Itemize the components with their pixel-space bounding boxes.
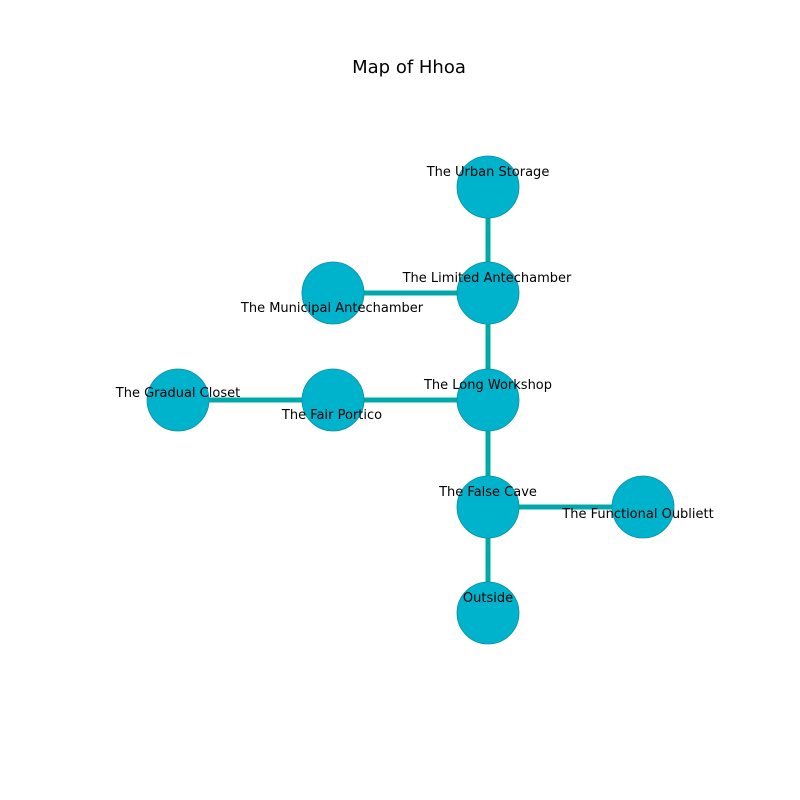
node-fair-portico [301, 368, 365, 432]
node-functional-oubliett [611, 475, 675, 539]
node-false-cave [456, 475, 520, 539]
node-label-gradual-closet: The Gradual Closet [115, 386, 240, 401]
node-municipal-antechamber [301, 261, 365, 325]
node-label-functional-oubliett: The Functional Oubliett [561, 507, 713, 522]
map-title: Map of Hhoa [352, 57, 466, 78]
node-label-outside: Outside [463, 591, 513, 606]
node-gradual-closet [146, 368, 210, 432]
node-label-urban-storage: The Urban Storage [426, 165, 550, 180]
node-long-workshop [456, 368, 520, 432]
node-urban-storage [456, 155, 520, 219]
node-limited-antechamber [456, 261, 520, 325]
node-label-municipal-antechamber: The Municipal Antechamber [240, 301, 424, 316]
node-outside [456, 581, 520, 645]
node-label-false-cave: The False Cave [438, 485, 537, 500]
node-label-long-workshop: The Long Workshop [423, 378, 552, 393]
edges-layer [178, 187, 643, 613]
node-label-fair-portico: The Fair Portico [281, 408, 382, 423]
node-label-limited-antechamber: The Limited Antechamber [402, 271, 572, 286]
nodes-layer [146, 155, 675, 645]
